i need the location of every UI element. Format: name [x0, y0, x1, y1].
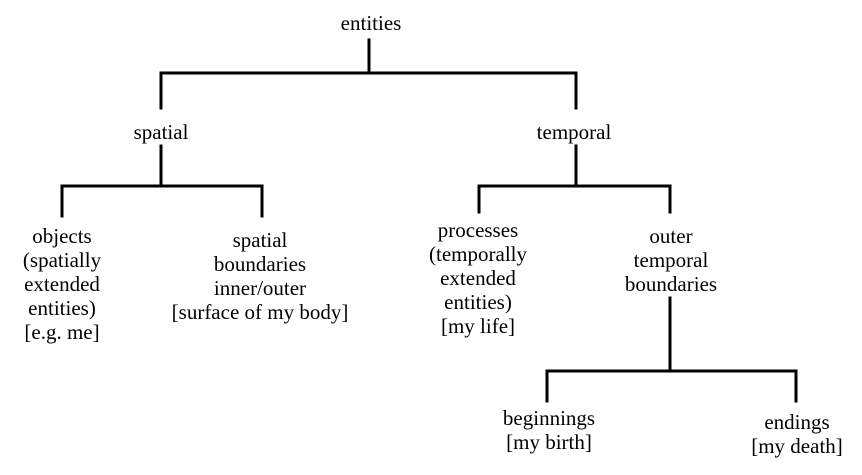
node-beginnings: beginnings [my birth] [502, 406, 596, 454]
node-spatial-boundaries: spatial boundaries inner/outer [surface … [171, 228, 349, 324]
node-outer-temporal-boundaries: outer temporal boundaries [624, 224, 718, 296]
node-endings: endings [my death] [751, 410, 843, 458]
node-objects: objects (spatially extended entities) [e… [22, 224, 102, 344]
node-processes: processes (temporally extended entities)… [429, 218, 527, 338]
node-spatial: spatial [133, 120, 189, 144]
node-temporal: temporal [536, 120, 612, 144]
node-entities: entities [340, 11, 402, 35]
